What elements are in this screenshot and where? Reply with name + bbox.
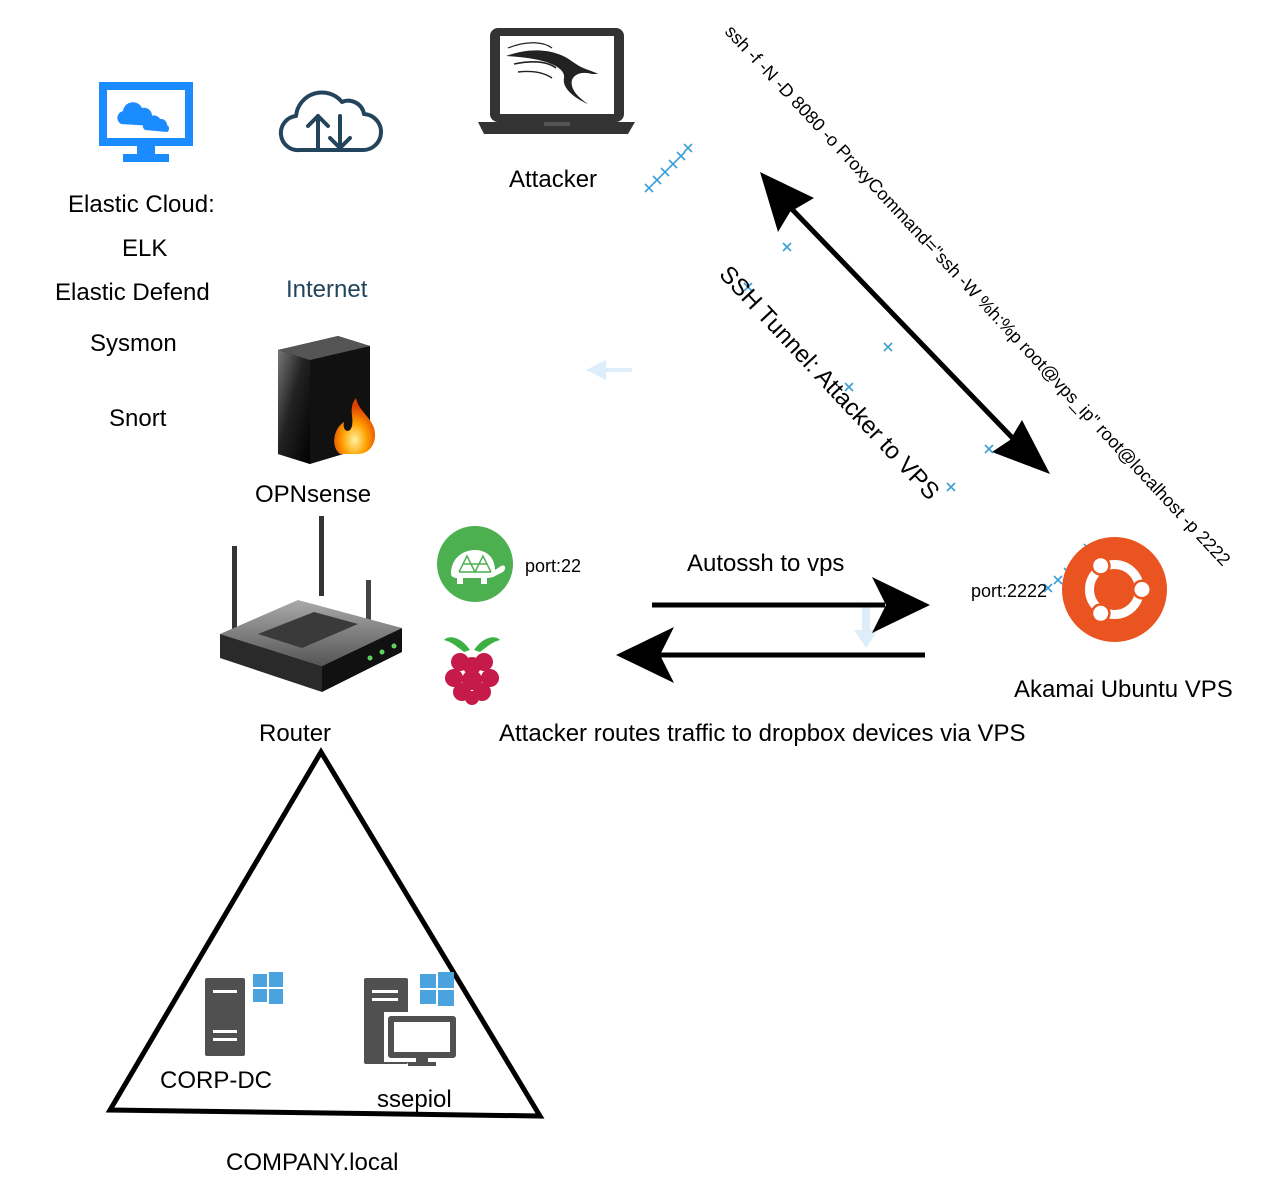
connection-markers — [644, 143, 1093, 593]
ssh-tunnel-arrowhead-vps — [992, 420, 1050, 474]
autossh-label: Autossh to vps — [687, 550, 845, 577]
dropbox-port-label: port:22 — [525, 556, 582, 576]
company-network-label: COMPANY.local — [226, 1149, 399, 1176]
vps-port-label: port:2222 — [971, 581, 1048, 601]
internet-label: Internet — [286, 276, 368, 303]
turtle-icon — [437, 526, 513, 602]
kali-laptop-icon — [478, 28, 635, 134]
elastic-line-cloud: Elastic Cloud: — [68, 191, 215, 218]
cloud-upload-download-icon — [278, 90, 384, 153]
vps-label: Akamai Ubuntu VPS — [1014, 676, 1233, 703]
wireless-router-icon — [220, 516, 402, 692]
raspberry-pi-icon — [444, 637, 500, 705]
ghost-arrow-left — [586, 360, 632, 380]
company-network-triangle — [105, 747, 545, 1119]
elastic-line-snort: Snort — [109, 405, 167, 432]
ubuntu-logo-icon — [1062, 537, 1167, 642]
autossh-arrowhead — [872, 577, 930, 633]
elastic-line-elk: ELK — [122, 235, 168, 262]
windows-server-icon — [205, 972, 283, 1056]
attacker-label: Attacker — [509, 166, 598, 193]
router-label: Router — [259, 720, 332, 747]
ssepiol-label: ssepiol — [377, 1086, 452, 1113]
windows-workstation-icon — [364, 972, 460, 1066]
cloud-monitor-icon — [99, 82, 193, 162]
firewall-icon — [278, 336, 376, 464]
elastic-line-sysmon: Sysmon — [90, 330, 177, 357]
opnsense-label: OPNsense — [255, 481, 372, 508]
routing-arrowhead — [616, 627, 674, 683]
ssh-tunnel-arrow — [784, 201, 1028, 454]
routing-label: Attacker routes traffic to dropbox devic… — [499, 720, 1026, 747]
ssh-tunnel-arrowhead-attacker — [760, 172, 814, 232]
ghost-arrow-down — [854, 604, 878, 648]
elastic-line-defend: Elastic Defend — [55, 279, 210, 306]
corp-dc-label: CORP-DC — [160, 1067, 272, 1094]
